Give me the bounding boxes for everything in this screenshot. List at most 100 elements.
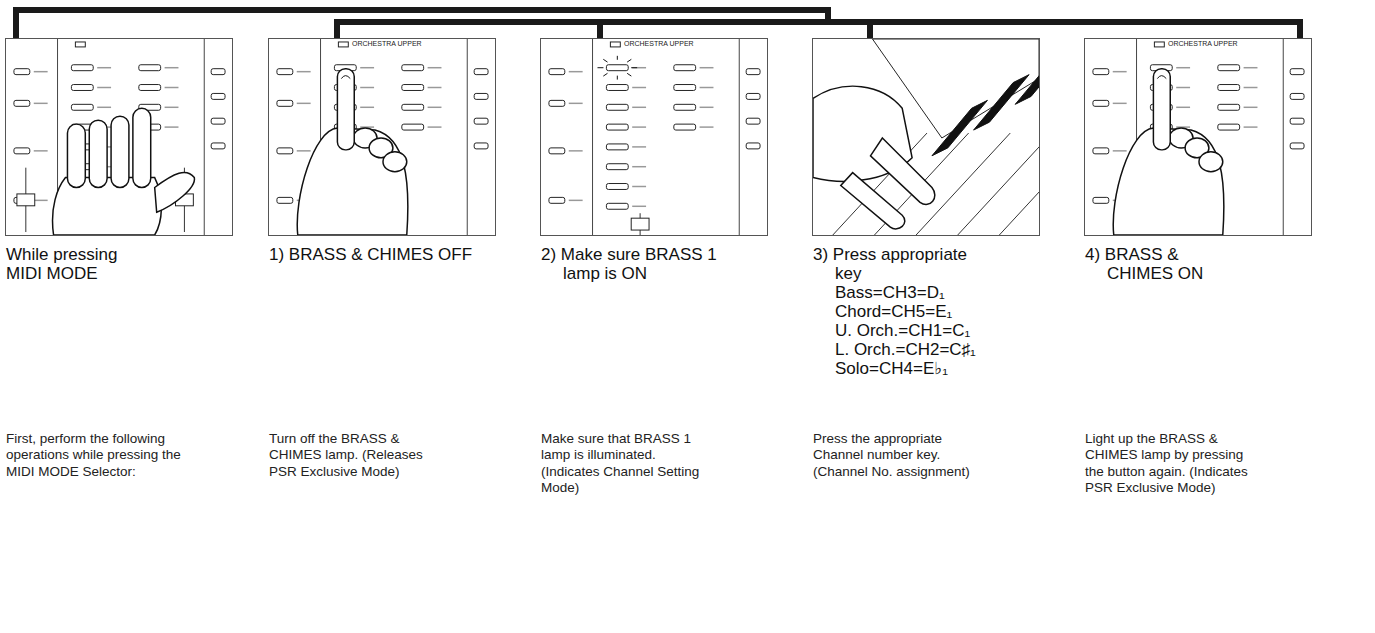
step-panel: 4) BRASS & CHIMES ONLight up the BRASS &… xyxy=(1084,38,1312,236)
panel-legend-mark xyxy=(165,67,179,68)
hand-finger xyxy=(89,120,107,187)
bracket-line xyxy=(16,10,828,38)
panel-legend-mark xyxy=(569,150,583,151)
panel-divider xyxy=(204,39,205,235)
panel-legend-mark xyxy=(360,87,374,88)
panel-button xyxy=(674,65,696,71)
panel-legend-mark xyxy=(428,126,442,127)
hand-finger xyxy=(133,108,151,187)
panel-button xyxy=(606,65,628,71)
step-caption: 2) Make sure BRASS 1 lamp is ON xyxy=(541,245,719,283)
panel-legend-mark xyxy=(34,71,48,72)
panel-button xyxy=(277,148,293,154)
hand-curled-finger xyxy=(1199,152,1223,172)
panel-button xyxy=(211,69,225,75)
lamp-ray xyxy=(617,56,618,60)
white-key-edge xyxy=(958,133,1039,235)
lamp-ray xyxy=(627,59,631,62)
bracket-line xyxy=(16,10,1300,38)
panel-legend-mark xyxy=(97,67,111,68)
panel-button xyxy=(1093,197,1109,203)
panel-button xyxy=(14,100,30,106)
panel-header-lamp xyxy=(75,42,85,47)
panel-button xyxy=(674,104,696,110)
panel-header-lamp xyxy=(338,42,348,47)
panel-header-lamp xyxy=(610,42,620,47)
panel-legend-mark xyxy=(1244,107,1258,108)
panel-button xyxy=(674,124,696,130)
panel-button xyxy=(474,118,488,124)
panel-button xyxy=(474,93,488,99)
panel-button xyxy=(277,100,293,106)
panel-legend-mark xyxy=(632,146,646,147)
panel-divider xyxy=(592,39,593,235)
panel-legend-mark xyxy=(97,87,111,88)
panel-button xyxy=(402,65,424,71)
hand-finger xyxy=(67,124,85,187)
panel-button xyxy=(14,69,30,75)
step-panel: 2) Make sure BRASS 1 lamp is ONMake sure… xyxy=(540,38,768,236)
lamp-ray xyxy=(617,76,618,80)
panel-legend-mark xyxy=(1113,150,1127,151)
panel-legend-mark xyxy=(700,107,714,108)
panel-button xyxy=(746,143,760,149)
panel-legend-mark xyxy=(428,67,442,68)
panel-button xyxy=(139,65,161,71)
panel-button xyxy=(746,93,760,99)
panel-button xyxy=(211,118,225,124)
black-key xyxy=(1015,49,1039,104)
panel-legend-mark xyxy=(1113,71,1127,72)
panel-button xyxy=(549,100,565,106)
hand-nail xyxy=(341,76,350,79)
channel-key-entry: Bass=CH3=D₁ xyxy=(813,283,991,302)
panel-button xyxy=(277,69,293,75)
panel-illustration xyxy=(813,39,1039,235)
panel-button xyxy=(674,85,696,91)
panel-button xyxy=(606,85,628,91)
lamp-ray xyxy=(603,73,607,76)
panel-header-lamp xyxy=(1154,42,1164,47)
panel-button xyxy=(474,143,488,149)
channel-key-entry: Chord=CH5=E₁ xyxy=(813,302,991,321)
panel-legend-mark xyxy=(632,87,646,88)
black-key xyxy=(974,75,1030,130)
panel-legend-mark xyxy=(632,126,646,127)
panel-legend-mark xyxy=(97,107,111,108)
step-caption: While pressing MIDI MODE xyxy=(6,245,146,283)
step-heading: 2) Make sure BRASS 1 lamp is ON xyxy=(541,245,719,283)
bracket-line xyxy=(16,10,828,38)
step-description: Light up the BRASS & CHIMES lamp by pres… xyxy=(1085,431,1257,497)
channel-key-entry: L. Orch.=CH2=C♯₁ xyxy=(813,340,991,359)
panel-button xyxy=(211,93,225,99)
step-panel: While pressing MIDI MODEFirst, perform t… xyxy=(5,38,233,236)
panel-legend-mark xyxy=(1244,126,1258,127)
panel-legend-mark xyxy=(1244,87,1258,88)
panel-legend-mark xyxy=(1113,103,1127,104)
panel-illustration xyxy=(6,39,232,235)
channel-key-entry: Solo=CH4=E♭₁ xyxy=(813,359,991,378)
panel-button xyxy=(1218,85,1240,91)
panel-button xyxy=(549,197,565,203)
lamp-ray xyxy=(598,67,604,68)
panel-section-label: ORCHESTRA UPPER xyxy=(624,40,694,47)
bracket-line xyxy=(16,10,870,38)
panel-legend-mark xyxy=(569,103,583,104)
panel-button xyxy=(1290,93,1304,99)
white-key-edge xyxy=(999,133,1039,235)
panel-legend-mark xyxy=(632,107,646,108)
panel-button xyxy=(1290,143,1304,149)
panel-legend-mark xyxy=(428,87,442,88)
panel-legend-mark xyxy=(34,200,48,201)
panel-legend-mark xyxy=(632,166,646,167)
panel-section-label: ORCHESTRA UPPER xyxy=(352,40,422,47)
step-description: Turn off the BRASS & CHIMES lamp. (Relea… xyxy=(269,431,441,480)
panel-section-label: ORCHESTRA UPPER xyxy=(1168,40,1238,47)
step-heading: 4) BRASS & CHIMES ON xyxy=(1085,245,1217,283)
panel-button xyxy=(71,85,93,91)
panel-legend-mark xyxy=(1244,67,1258,68)
step-caption: 1) BRASS & CHIMES OFF xyxy=(269,245,474,264)
panel-button xyxy=(71,104,93,110)
panel-button xyxy=(606,144,628,150)
panel-button xyxy=(549,69,565,75)
